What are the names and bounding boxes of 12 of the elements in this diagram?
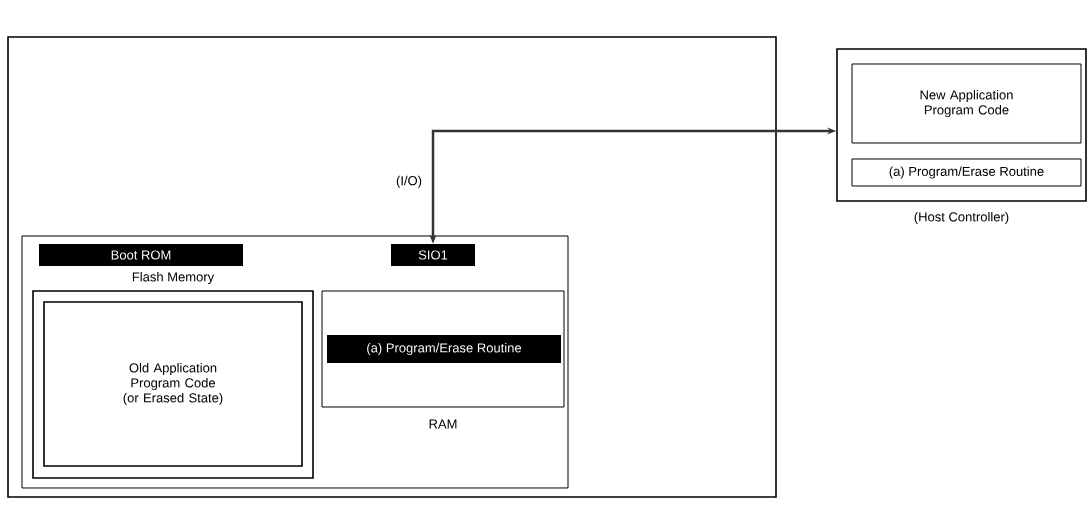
box-heading: (Host Controller) — [914, 211, 1009, 225]
frame-box — [7, 36, 777, 498]
edge-label: (I/O) — [396, 175, 422, 188]
box-heading: Flash Memory — [132, 271, 215, 285]
box-heading: RAM — [429, 419, 457, 429]
memory-box: Old Application Program Code (or Erased State) — [43, 301, 303, 467]
chip-box — [21, 235, 569, 489]
code-box: New Application Program Code — [851, 63, 1082, 144]
label-bar: (a) Program/Erase Routine — [327, 335, 561, 363]
label-bar: Boot ROM — [39, 244, 243, 266]
label-bar: SIO1 — [391, 244, 475, 266]
routine-box: (a) Program/Erase Routine — [851, 158, 1082, 187]
